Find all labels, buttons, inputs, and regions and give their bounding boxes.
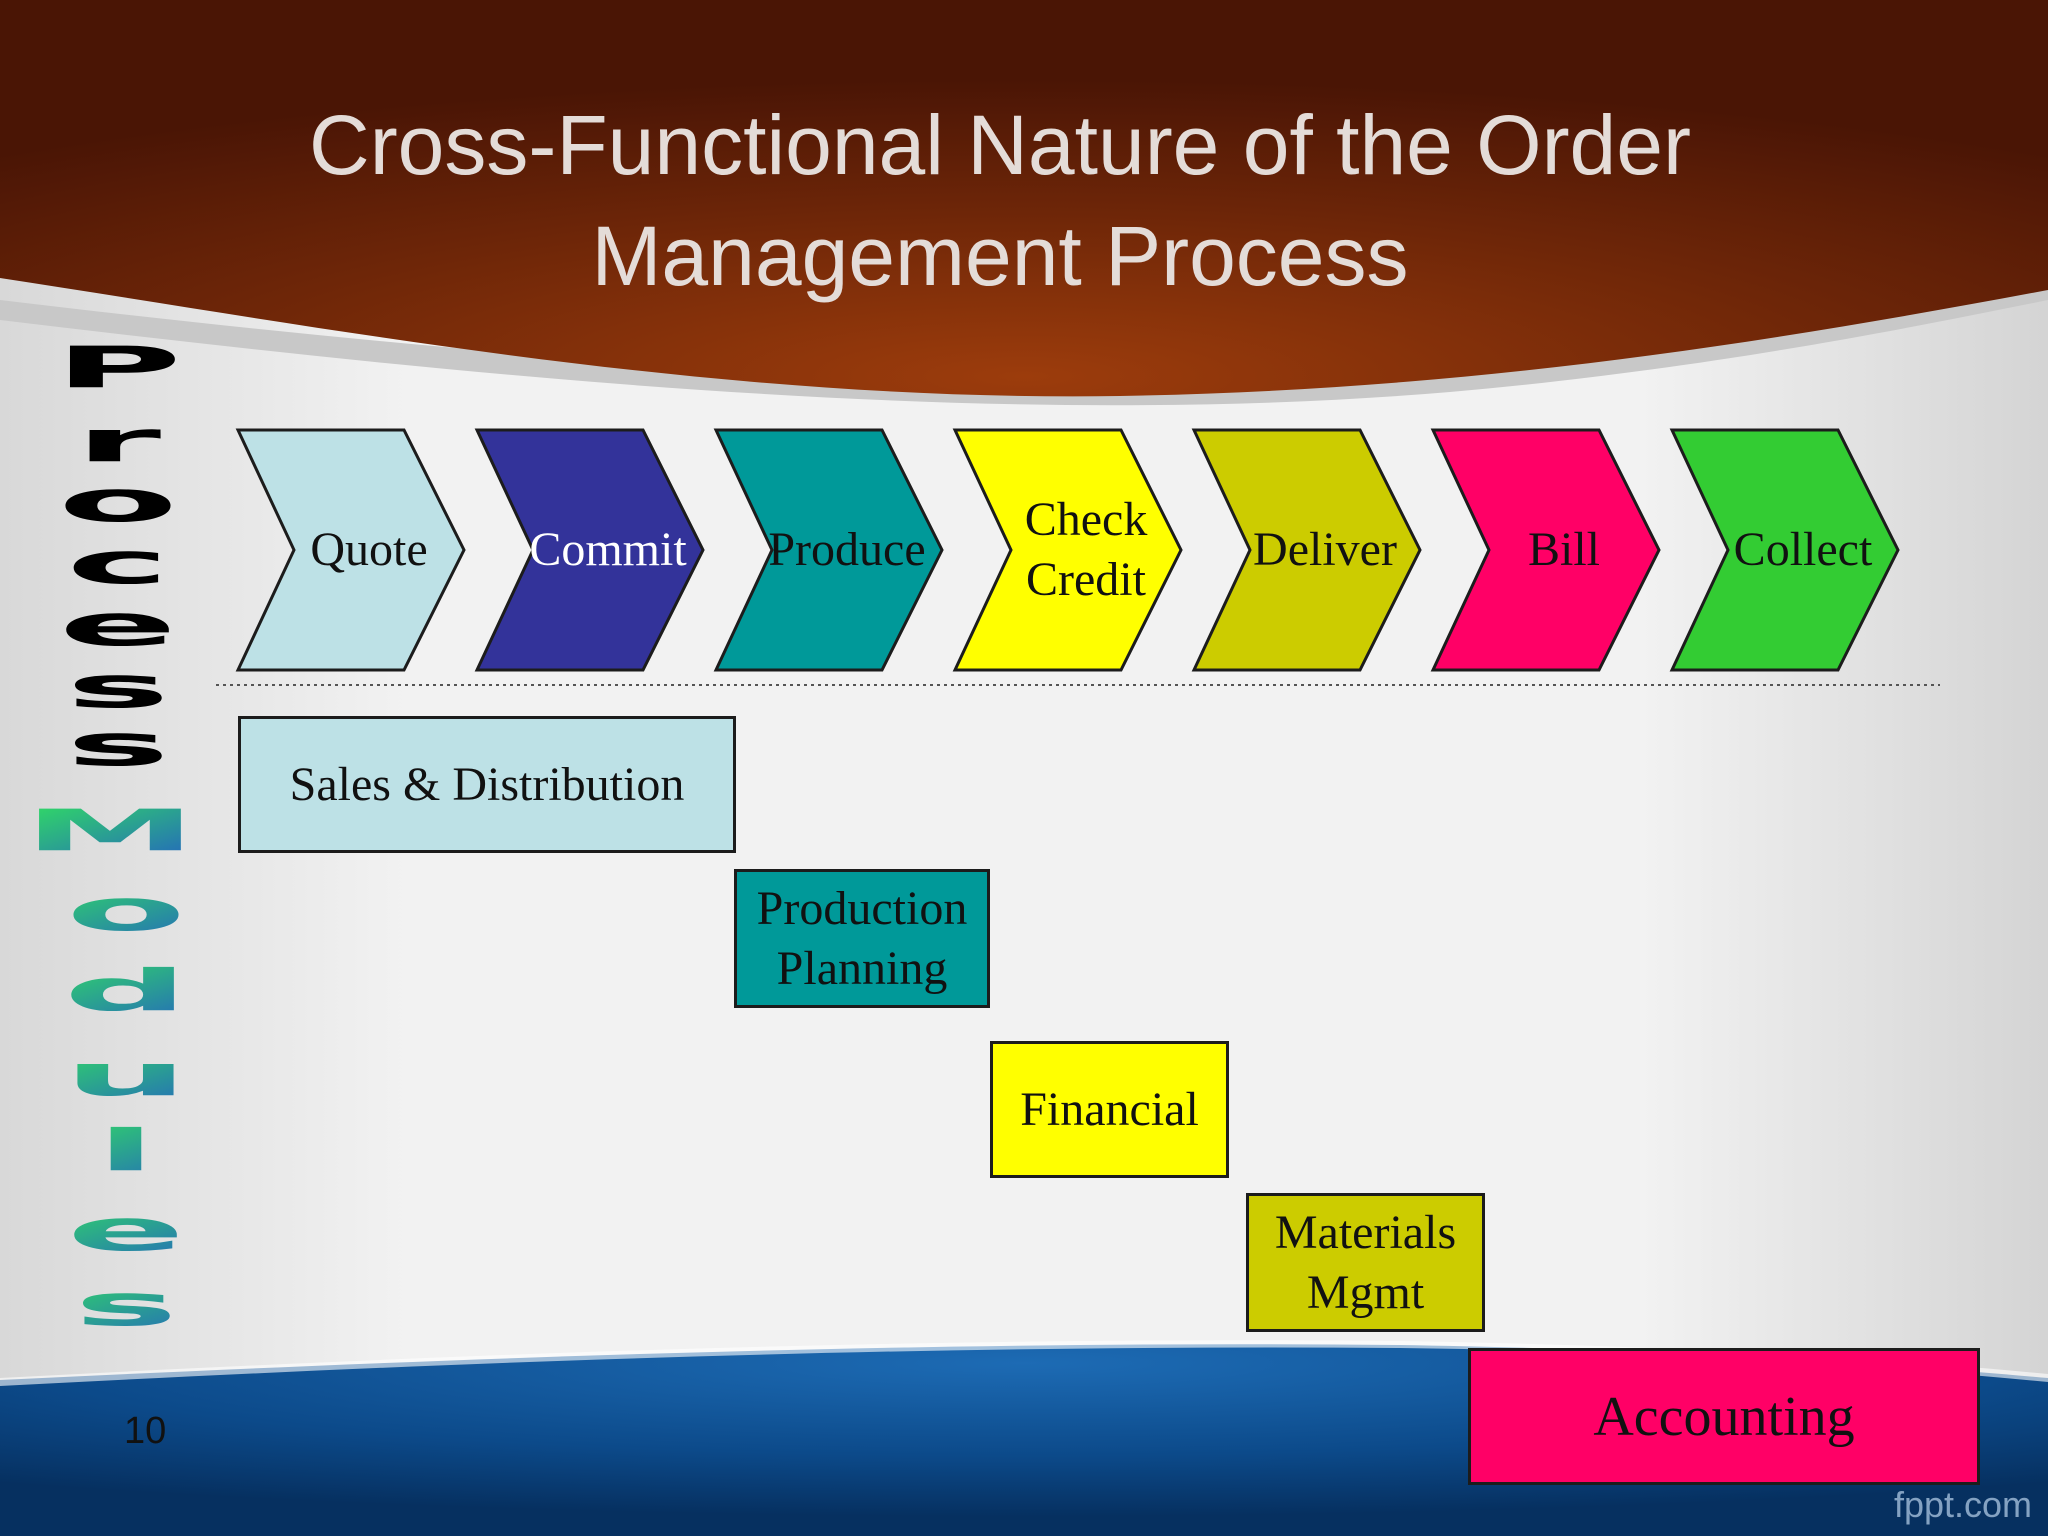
process-step-label: Deliver	[1253, 523, 1397, 576]
process-step-chevron	[235, 428, 466, 672]
word-art-letter: c	[66, 530, 170, 597]
word-art-letter: o	[0, 882, 259, 939]
process-step-label: Collect	[1733, 523, 1873, 576]
word-art-letter: M	[0, 802, 243, 859]
word-art-letter: s	[65, 654, 171, 721]
process-step-chevron	[713, 428, 944, 672]
process-step-chevron	[474, 428, 705, 672]
process-step-label: Commit	[529, 523, 687, 576]
process-step-chevron	[1430, 428, 1661, 672]
word-art-letter: l	[0, 1122, 259, 1179]
process-step-chevron	[1669, 428, 1900, 672]
word-art-letter: o	[57, 468, 179, 535]
slide-title-line-2: Management Process	[591, 209, 1409, 303]
process-step-chevron	[1191, 428, 1422, 672]
process-step-label: Quote	[310, 523, 428, 576]
word-art-letter: r	[74, 408, 162, 475]
word-art-letter: e	[0, 1202, 259, 1259]
word-art-letter: s	[0, 1277, 259, 1334]
page-number: 10	[124, 1410, 167, 1452]
slide-title-line-1: Cross-Functional Nature of the Order	[309, 98, 1691, 192]
word-art-letter: e	[58, 592, 178, 659]
module-box: Accounting	[1468, 1348, 1980, 1485]
word-art-letter: s	[65, 712, 171, 779]
watermark: fppt.com	[1893, 1484, 2032, 1525]
module-box: Financial	[990, 1041, 1229, 1178]
word-art-letter: P	[53, 334, 183, 401]
process-step-label: Bill	[1527, 523, 1601, 576]
module-box: Sales & Distribution	[238, 716, 736, 853]
process-step-label: Produce	[768, 523, 926, 576]
process-step-chevron	[952, 428, 1183, 672]
word-art-letter: u	[0, 1047, 259, 1104]
word-art-letter: d	[0, 962, 259, 1019]
